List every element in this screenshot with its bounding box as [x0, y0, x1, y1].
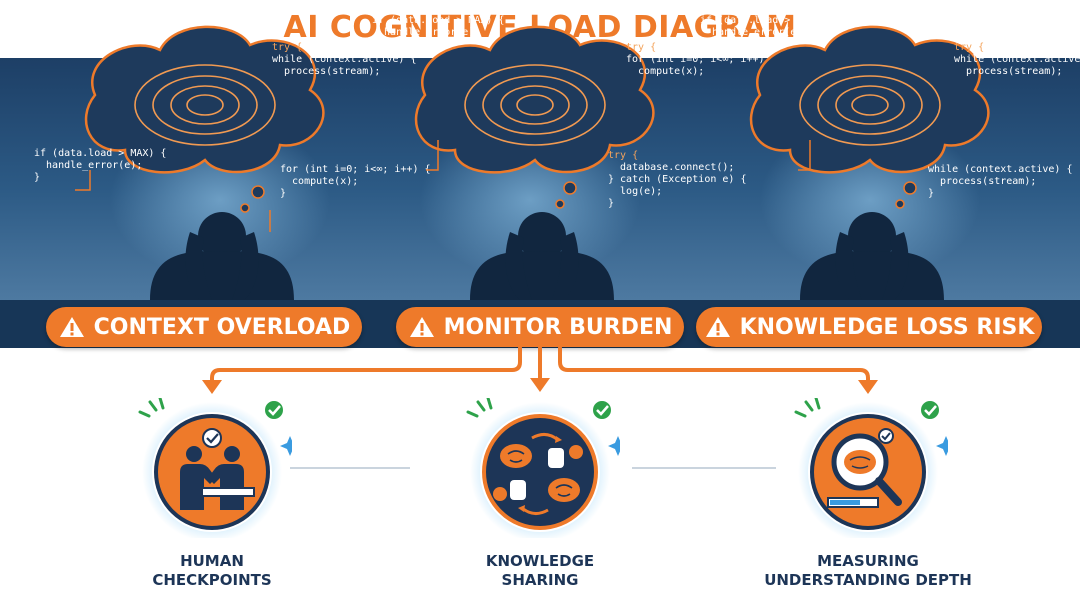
brain-icon	[500, 444, 580, 502]
overloaded-thinker-illustration	[749, 25, 990, 300]
code-snippet-left-mid: if (data.load > MAX) { handle_error(e); …	[34, 148, 167, 183]
code-snippet-top: if (data.load > MAX) { handle_error(e); …	[700, 15, 833, 50]
warning-knowledge-loss-risk: KNOWLEDGE LOSS RISK	[696, 307, 1042, 347]
thought-spiral	[134, 64, 276, 146]
overloaded-thinker-illustration	[414, 25, 655, 300]
code-snippet-top: if (data.load > MAX) { handle_error(e); …	[372, 15, 505, 50]
arrow-head	[858, 380, 878, 394]
code-snippet-top: if (data.load > MAX) { handle_error(e); …	[34, 19, 167, 54]
solution-knowledge-sharing	[460, 396, 628, 542]
code-snippet-right: try { while (context.active) { process(s…	[954, 42, 1080, 77]
stressed-person-silhouette	[150, 212, 294, 300]
solution-measuring-understanding-depth	[788, 396, 956, 542]
brain-sharing-icon	[466, 396, 628, 542]
warning-icon	[705, 317, 730, 337]
overloaded-thinker-illustration	[75, 25, 330, 300]
database-icon	[510, 448, 564, 500]
thought-spiral	[799, 64, 941, 146]
panel-context-overload: if (data.load > MAX) { handle_error(e); …	[0, 0, 431, 300]
stressed-person-silhouette	[470, 212, 614, 300]
thought-cloud	[414, 25, 655, 174]
thought-cloud	[749, 25, 990, 174]
arrow-head	[202, 380, 222, 394]
warning-context-overload: CONTEXT OVERLOAD	[46, 307, 362, 347]
warning-label: CONTEXT OVERLOAD	[93, 314, 351, 340]
gear-icon	[493, 487, 507, 501]
warning-monitor-burden: MONITOR BURDEN	[396, 307, 684, 347]
code-snippet-right-mid: while (context.active) { process(stream)…	[928, 164, 1073, 199]
thought-cloud	[84, 25, 325, 174]
branch-arrows	[202, 346, 878, 394]
warning-label: KNOWLEDGE LOSS RISK	[739, 314, 1035, 340]
warning-icon	[59, 317, 84, 337]
brain-icon	[844, 450, 876, 474]
code-snippet-right-mid: try { database.connect(); } catch (Excep…	[608, 150, 747, 209]
solution-label: MEASURING UNDERSTANDING DEPTH	[764, 552, 972, 589]
gear-icon	[569, 445, 583, 459]
handshake-checkpoint-icon	[138, 396, 300, 542]
code-snippet-right: try { while (context.active) { process(s…	[272, 42, 417, 77]
warning-label: MONITOR BURDEN	[443, 314, 673, 340]
thought-spiral	[464, 64, 606, 146]
warning-icon	[409, 317, 434, 337]
solution-connectors	[290, 467, 776, 469]
solution-human-checkpoints	[132, 396, 300, 542]
arrow-head	[530, 378, 550, 392]
solution-label: HUMAN CHECKPOINTS	[152, 552, 272, 589]
panel-monitor-burden: if (data.load > MAX) { handle_error(e); …	[360, 0, 777, 300]
solution-label: KNOWLEDGE SHARING	[485, 552, 595, 589]
stressed-person-silhouette	[800, 212, 944, 300]
magnifier-brain-icon	[794, 396, 956, 542]
panel-knowledge-loss-risk: if (data.load > MAX) { handle_error(e); …	[700, 0, 1080, 300]
